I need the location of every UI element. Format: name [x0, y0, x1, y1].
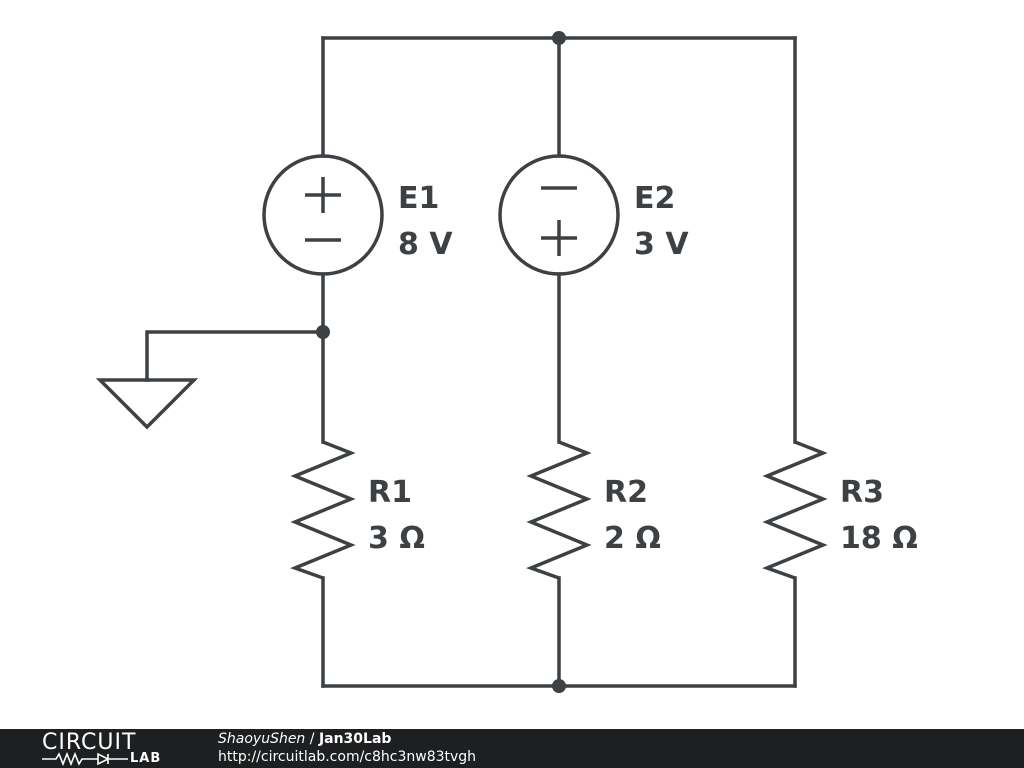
logo-circuit-icon: [42, 752, 128, 766]
logo-text-bottom: LAB: [130, 751, 162, 766]
wire-ground: [145, 330, 325, 382]
junction-node-ground: [316, 325, 330, 339]
e1-value-label: 8 V: [398, 227, 453, 262]
ground-icon: [95, 378, 199, 430]
author-link[interactable]: ShaoyuShen: [218, 731, 306, 747]
r3-name-label: R3: [840, 475, 884, 510]
project-url[interactable]: http://circuitlab.com/c8hc3nw83tvgh: [218, 749, 477, 765]
circuit-schematic: E1 8 V E2 3 V R1 3 Ω R2 2 Ω R3 18 Ω: [95, 31, 918, 693]
resistor-r2-zigzag: [526, 440, 592, 580]
resistor-r2: R2 2 Ω: [526, 440, 661, 580]
logo-text-top: CIRCUIT: [42, 730, 137, 755]
r2-name-label: R2: [604, 475, 648, 510]
r3-value-label: 18 Ω: [840, 521, 918, 556]
voltage-source-e1: E1 8 V: [262, 154, 453, 276]
e2-name-label: E2: [634, 181, 675, 216]
e2-value-label: 3 V: [634, 227, 689, 262]
credit-separator: /: [305, 731, 319, 747]
footer-bar: CIRCUIT LAB ShaoyuShen / Jan30Lab http:/…: [0, 729, 1024, 768]
junction-node-bottom: [552, 679, 566, 693]
wires: [145, 36, 797, 688]
circuitlab-logo[interactable]: CIRCUIT LAB: [42, 732, 178, 766]
plus-icon: [305, 177, 341, 213]
project-credit: ShaoyuShen / Jan30Lab: [218, 731, 391, 748]
r1-name-label: R1: [368, 475, 412, 510]
resistor-r3: R3 18 Ω: [762, 440, 918, 580]
resistor-r3-zigzag: [762, 440, 828, 580]
e1-name-label: E1: [398, 181, 439, 216]
r1-value-label: 3 Ω: [368, 521, 425, 556]
voltage-source-e1-circle: [262, 154, 384, 276]
resistor-r1: R1 3 Ω: [290, 440, 425, 580]
voltage-source-e2-circle: [498, 154, 620, 276]
project-link[interactable]: Jan30Lab: [318, 731, 392, 747]
plus-icon: [541, 220, 577, 256]
voltage-source-e2: E2 3 V: [498, 154, 689, 276]
resistor-r1-zigzag: [290, 440, 356, 580]
r2-value-label: 2 Ω: [604, 521, 661, 556]
junction-node-top: [552, 31, 566, 45]
